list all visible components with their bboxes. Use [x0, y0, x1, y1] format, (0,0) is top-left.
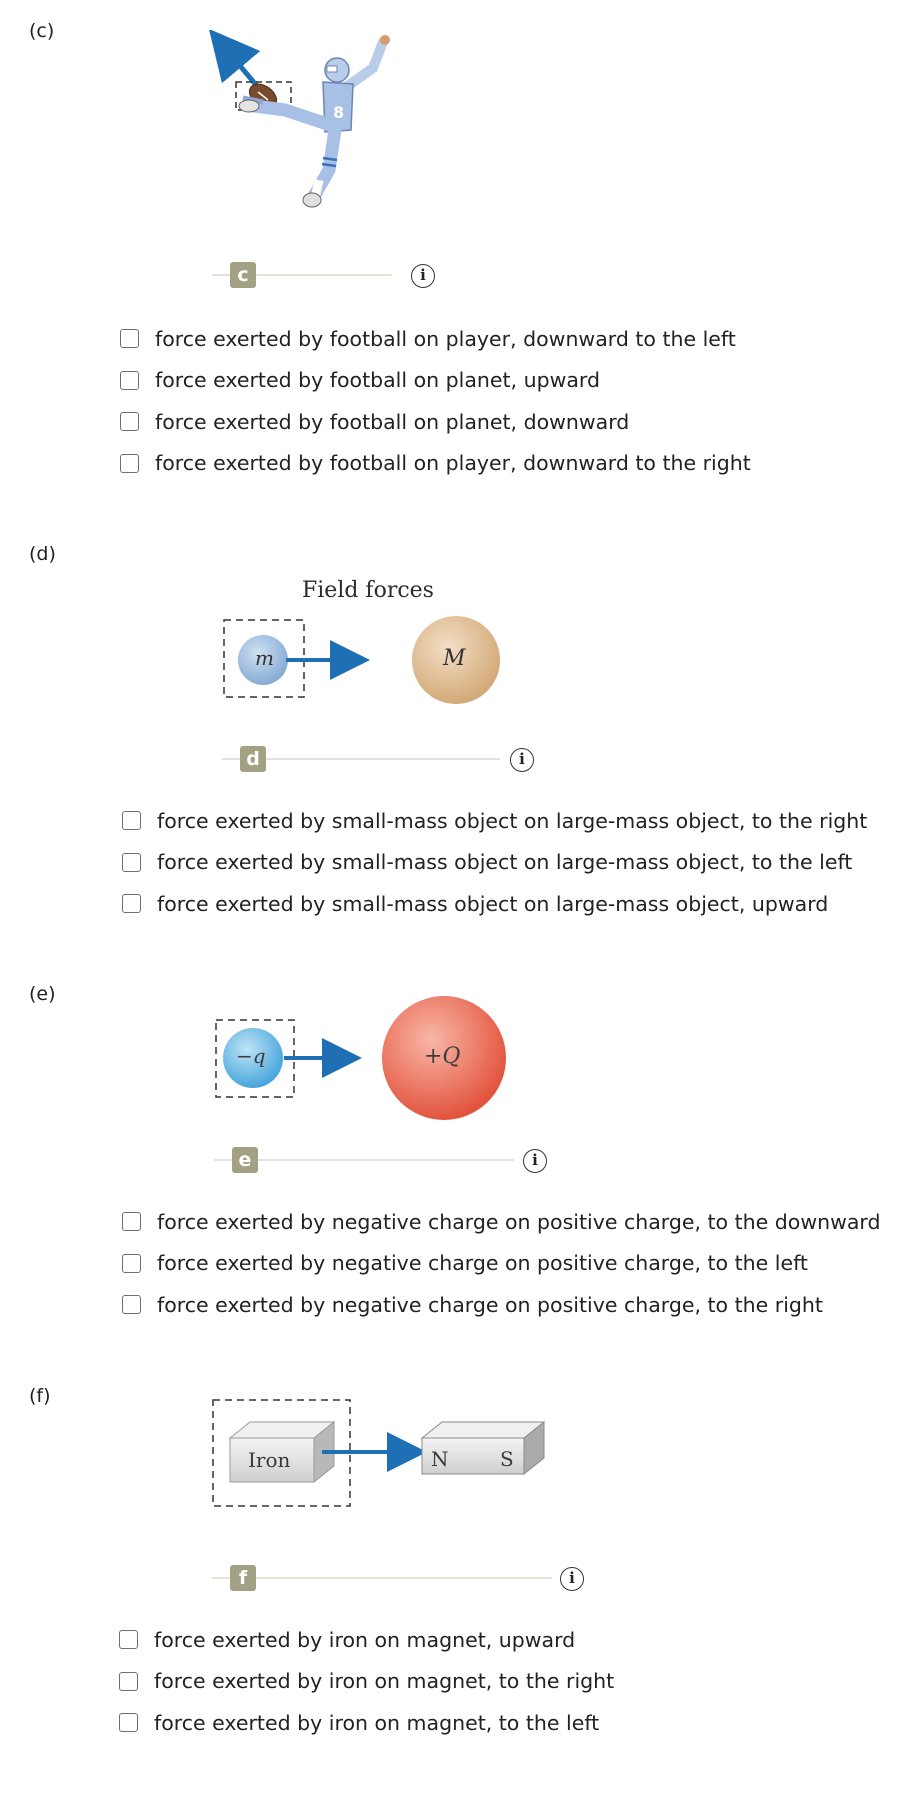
option-item: force exerted by small-mass object on la… — [122, 883, 867, 925]
iron-block — [228, 1420, 336, 1484]
part-c-label: (c) — [29, 20, 55, 42]
part-c-options: force exerted by football on player, dow… — [120, 318, 751, 484]
checkbox-unchecked-icon[interactable] — [119, 1671, 138, 1691]
football-kick-figure: 8 — [208, 30, 390, 208]
svg-text:8: 8 — [333, 103, 344, 122]
option-item: force exerted by small-mass object on la… — [122, 800, 867, 842]
part-e-label: (e) — [29, 983, 56, 1005]
figure-c-badge: c — [230, 262, 256, 288]
option-item: force exerted by football on player, dow… — [120, 318, 751, 360]
option-label[interactable]: force exerted by small-mass object on la… — [157, 850, 853, 875]
checkbox-unchecked-icon[interactable] — [119, 1630, 138, 1650]
option-label[interactable]: force exerted by football on player, dow… — [155, 451, 751, 476]
system-boundary-box — [212, 1399, 351, 1507]
option-label[interactable]: force exerted by negative charge on posi… — [157, 1209, 881, 1234]
option-item: force exerted by football on planet, dow… — [120, 401, 751, 443]
figure-e-badge: e — [232, 1147, 258, 1173]
option-label[interactable]: force exerted by football on player, dow… — [155, 326, 736, 351]
system-boundary-box — [215, 1019, 295, 1098]
option-item: force exerted by iron on magnet, to the … — [119, 1661, 614, 1703]
football-player-icon: 8 — [238, 35, 390, 208]
info-icon[interactable]: i — [560, 1567, 584, 1591]
info-icon[interactable]: i — [510, 748, 534, 772]
option-label[interactable]: force exerted by football on planet, dow… — [155, 409, 630, 434]
figure-title: Field forces — [302, 578, 434, 603]
option-item: force exerted by negative charge on posi… — [122, 1243, 881, 1285]
checkbox-unchecked-icon[interactable] — [122, 811, 141, 831]
checkbox-unchecked-icon[interactable] — [122, 1212, 141, 1232]
option-label[interactable]: force exerted by small-mass object on la… — [157, 891, 829, 916]
part-d-options: force exerted by small-mass object on la… — [122, 800, 867, 925]
checkbox-unchecked-icon[interactable] — [122, 852, 141, 872]
caption-divider-line — [212, 1577, 552, 1579]
small-mass-sphere — [238, 635, 288, 685]
iron-label: Iron — [248, 1448, 291, 1472]
electric-charges-figure: −q +Q — [212, 992, 522, 1128]
figure-f-badge: f — [230, 1565, 256, 1591]
checkbox-unchecked-icon[interactable] — [122, 894, 141, 914]
option-item: force exerted by negative charge on posi… — [122, 1284, 881, 1326]
option-label[interactable]: force exerted by negative charge on posi… — [157, 1251, 808, 1276]
option-item: force exerted by small-mass object on la… — [122, 842, 867, 884]
option-label[interactable]: force exerted by iron on magnet, to the … — [154, 1669, 615, 1694]
negative-charge-label: −q — [236, 1044, 266, 1068]
caption-divider-line — [222, 758, 500, 760]
large-mass-sphere — [412, 616, 500, 704]
figure-c-caption: c i — [212, 260, 437, 290]
option-item: force exerted by football on player, dow… — [120, 443, 751, 485]
option-label[interactable]: force exerted by iron on magnet, upward — [154, 1627, 576, 1652]
option-label[interactable]: force exerted by iron on magnet, to the … — [154, 1710, 600, 1735]
checkbox-unchecked-icon[interactable] — [120, 370, 139, 390]
part-d-label: (d) — [29, 543, 56, 565]
option-label[interactable]: force exerted by football on planet, upw… — [155, 368, 601, 393]
option-item: force exerted by iron on magnet, to the … — [119, 1702, 614, 1744]
option-item: force exerted by negative charge on posi… — [122, 1201, 881, 1243]
checkbox-unchecked-icon[interactable] — [122, 1295, 141, 1315]
figure-e-caption: e i — [214, 1145, 554, 1175]
option-label[interactable]: force exerted by negative charge on posi… — [157, 1292, 823, 1317]
magnet-north-label: N — [431, 1447, 449, 1471]
option-item: force exerted by iron on magnet, upward — [119, 1619, 614, 1661]
checkbox-unchecked-icon[interactable] — [120, 453, 139, 473]
field-forces-figure: Field forces m M — [220, 572, 520, 722]
magnet-iron-figure: Iron N S — [210, 1396, 560, 1516]
checkbox-unchecked-icon[interactable] — [120, 329, 139, 349]
figure-f-caption: f i — [212, 1563, 592, 1593]
figure-d-badge: d — [240, 746, 266, 772]
positive-charge-sphere — [382, 996, 506, 1120]
caption-divider-line — [212, 274, 392, 276]
option-item: force exerted by football on planet, upw… — [120, 360, 751, 402]
part-e-options: force exerted by negative charge on posi… — [122, 1201, 881, 1326]
checkbox-unchecked-icon[interactable] — [122, 1253, 141, 1273]
large-mass-label: M — [443, 646, 466, 671]
part-f-label: (f) — [29, 1385, 51, 1407]
negative-charge-sphere — [223, 1028, 283, 1088]
option-label[interactable]: force exerted by small-mass object on la… — [157, 808, 868, 833]
part-f-options: force exerted by iron on magnet, upward … — [119, 1619, 614, 1744]
checkbox-unchecked-icon[interactable] — [120, 412, 139, 432]
info-icon[interactable]: i — [411, 264, 435, 288]
info-icon[interactable]: i — [523, 1149, 547, 1173]
caption-divider-line — [214, 1159, 514, 1161]
magnet-south-label: S — [500, 1447, 514, 1471]
bar-magnet — [420, 1420, 546, 1476]
small-mass-label: m — [255, 646, 274, 670]
positive-charge-label: +Q — [424, 1044, 461, 1069]
checkbox-unchecked-icon[interactable] — [119, 1713, 138, 1733]
figure-d-caption: d i — [222, 744, 542, 774]
system-boundary-box — [223, 619, 305, 698]
